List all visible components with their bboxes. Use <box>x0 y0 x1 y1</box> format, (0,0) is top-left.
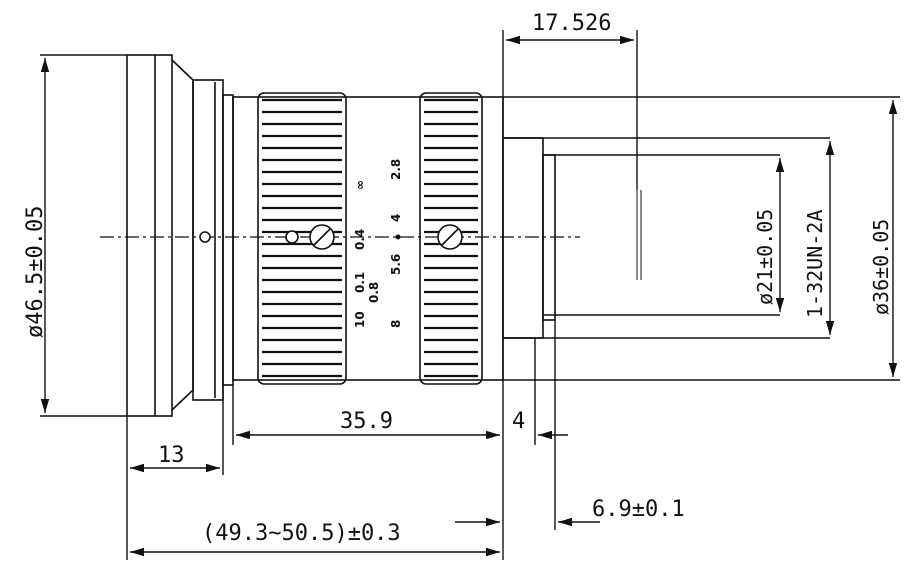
aperture-8: 8 <box>389 320 403 328</box>
front-hood <box>126 54 173 417</box>
focus-0-4: 0.4 <box>353 229 367 250</box>
aperture-ring <box>419 92 483 385</box>
aperture-4: 4 <box>389 214 403 222</box>
dim-inner-diameter: ø21±0.05 <box>753 209 777 305</box>
dim-front: 13 <box>158 443 185 468</box>
dim-17526: 17.526 <box>532 11 611 36</box>
aperture-2-8: 2.8 <box>389 159 403 180</box>
dim-total: (49.3~50.5)±0.3 <box>202 521 401 546</box>
index-dot <box>395 234 401 240</box>
focus-ring <box>257 92 347 385</box>
focus-0-8: 0.8 <box>367 282 381 303</box>
mount-flange <box>502 137 544 339</box>
dim-thread: 1-32UN-2A <box>803 210 827 318</box>
dim-barrel: 35.9 <box>340 409 393 434</box>
lens-outline <box>126 54 830 417</box>
dim-body-diameter: ø46.5±0.05 <box>23 206 48 338</box>
focus-0-1: 0.1 <box>353 272 367 293</box>
focus-10: 10 <box>353 311 367 328</box>
dim-flange: 6.9±0.1 <box>592 497 685 522</box>
screw-icon <box>199 224 463 250</box>
dim-mount: 4 <box>512 409 525 434</box>
aperture-5-6: 5.6 <box>389 254 403 275</box>
focus-inf: ∞ <box>353 180 367 190</box>
dim-outer-diameter: ø36±0.05 <box>869 219 893 315</box>
dimension-lines <box>40 30 900 560</box>
thread-hatch <box>636 190 642 280</box>
